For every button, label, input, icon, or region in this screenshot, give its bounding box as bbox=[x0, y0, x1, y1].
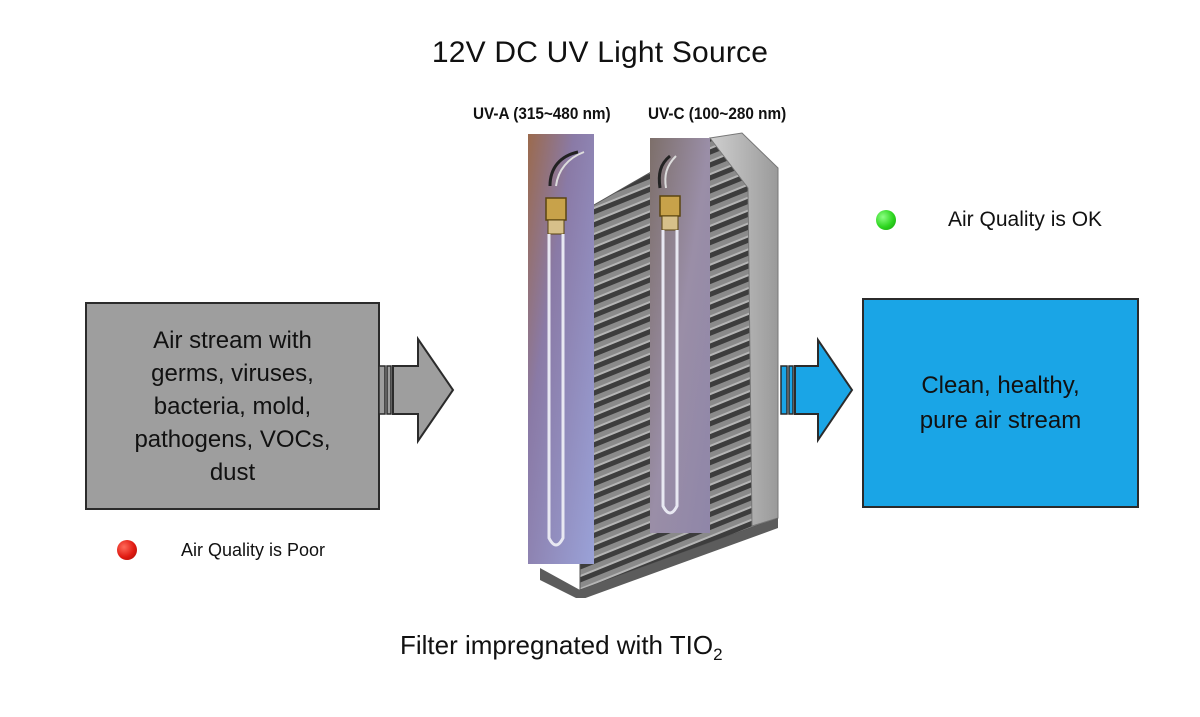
filter-caption-subscript: 2 bbox=[713, 645, 723, 665]
input-line: bacteria, mold, bbox=[153, 392, 312, 420]
input-line: germs, viruses, bbox=[151, 359, 314, 387]
diagram-title: 12V DC UV Light Source bbox=[431, 36, 769, 69]
poor-status-label: Air Quality is Poor bbox=[181, 540, 326, 560]
output-right-arrow-icon bbox=[780, 336, 854, 444]
input-line: dust bbox=[209, 458, 256, 486]
input-air-box: Air stream with germs, viruses, bacteria… bbox=[85, 302, 380, 510]
filter-caption: Filter impregnated with TIO2 bbox=[400, 630, 723, 665]
filter-caption-text: Filter impregnated with TIO bbox=[400, 630, 714, 660]
poor-status-dot-icon bbox=[117, 540, 137, 560]
uv-a-label: UV-A (315~480 nm) bbox=[473, 104, 611, 123]
input-right-arrow-icon bbox=[378, 336, 455, 445]
ok-status-label: Air Quality is OK bbox=[948, 208, 1103, 231]
input-air-description: Air stream with germs, viruses, bacteria… bbox=[134, 324, 330, 489]
input-line: pathogens, VOCs, bbox=[134, 425, 331, 453]
output-line: Clean, healthy, bbox=[921, 372, 1080, 399]
ok-status-dot-icon bbox=[876, 210, 896, 230]
input-line: Air stream with bbox=[153, 326, 312, 354]
uv-c-label: UV-C (100~280 nm) bbox=[648, 104, 787, 123]
output-air-box: Clean, healthy, pure air stream bbox=[862, 298, 1139, 508]
output-line: pure air stream bbox=[919, 407, 1082, 434]
tio2-filter-image bbox=[528, 132, 779, 598]
output-air-description: Clean, healthy, pure air stream bbox=[920, 368, 1081, 438]
